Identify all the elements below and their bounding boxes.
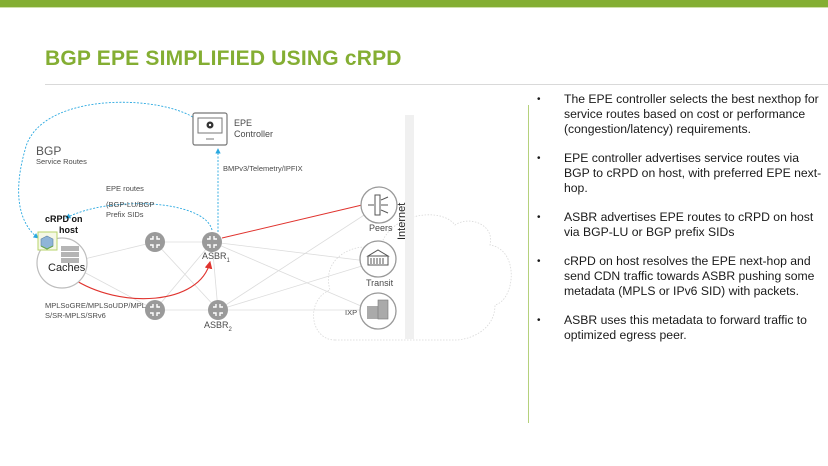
bullet-item: • ASBR uses this metadata to forward traf… bbox=[537, 313, 827, 343]
asbr2-subscript: 2 bbox=[228, 326, 232, 333]
encap-label-line2: S/SR-MPLS/SRv6 bbox=[45, 311, 106, 320]
asbr1-router-icon bbox=[202, 232, 222, 252]
encap-label-line1: MPLSoGRE/MPLSoUDP/MPL bbox=[45, 301, 146, 310]
bullet-symbol: • bbox=[537, 153, 541, 164]
bullet-item: • EPE controller advertises service route… bbox=[537, 151, 827, 196]
internet-label: Internet bbox=[396, 202, 408, 240]
service-routes-label: Service Routes bbox=[36, 157, 87, 166]
bgp-label: BGP bbox=[36, 144, 62, 158]
asbr2-label: ASBR2 bbox=[204, 320, 232, 334]
epe-network-diagram: BGP Service Routes EPE Controller BMPv3/… bbox=[0, 95, 520, 395]
title-divider bbox=[45, 84, 828, 85]
epe-controller-icon bbox=[192, 112, 228, 146]
bullet-text: ASBR uses this metadata to forward traff… bbox=[564, 313, 807, 342]
crpd-label-line1: cRPD on bbox=[45, 214, 83, 224]
bullet-text: The EPE controller selects the best next… bbox=[564, 92, 819, 136]
ixp-label: IXP bbox=[345, 308, 358, 317]
asbr1-name: ASBR bbox=[202, 251, 227, 261]
bgp-lu-label-line2: Prefix SIDs bbox=[106, 210, 144, 219]
bullet-list: • The EPE controller selects the best nex… bbox=[537, 92, 827, 357]
crpd-container-icon bbox=[37, 231, 58, 251]
caches-label: Caches bbox=[48, 262, 86, 274]
crpd-label-line2: host bbox=[59, 225, 78, 235]
transit-label: Transit bbox=[366, 278, 394, 288]
data-plane-arrow bbox=[64, 260, 213, 300]
ixp-building-icon bbox=[359, 292, 397, 330]
bullet-text: EPE controller advertises service routes… bbox=[564, 151, 822, 195]
bgp-lu-label-line1: (BGP-LU/BGP bbox=[106, 200, 155, 209]
asbr2-name: ASBR bbox=[204, 320, 229, 330]
asbr2-router-icon bbox=[208, 300, 228, 320]
bullet-symbol: • bbox=[537, 315, 541, 326]
diagram-canvas bbox=[18, 101, 512, 341]
bullet-symbol: • bbox=[537, 212, 541, 223]
slide-title: BGP EPE SIMPLIFIED USING cRPD bbox=[45, 47, 402, 70]
asbr1-subscript: 1 bbox=[226, 257, 230, 264]
column-divider bbox=[528, 105, 529, 423]
epe-controller-label-line1: EPE bbox=[234, 118, 253, 128]
telemetry-label: BMPv3/Telemetry/IPFIX bbox=[223, 164, 303, 173]
bullet-text: cRPD on host resolves the EPE next-hop a… bbox=[564, 254, 815, 298]
bullet-item: • The EPE controller selects the best nex… bbox=[537, 92, 827, 137]
bullet-symbol: • bbox=[537, 94, 541, 105]
router-icon bbox=[145, 300, 165, 320]
internet-boundary bbox=[405, 115, 414, 339]
peers-icon bbox=[360, 186, 398, 224]
egress-path bbox=[221, 204, 363, 239]
epe-routes-label: EPE routes bbox=[106, 184, 144, 193]
router-icon bbox=[145, 232, 165, 252]
epe-routes-arrow bbox=[65, 203, 213, 231]
epe-controller-label-line2: Controller bbox=[234, 129, 274, 139]
bullet-symbol: • bbox=[537, 256, 541, 267]
bullet-text: ASBR advertises EPE routes to cRPD on ho… bbox=[564, 210, 814, 239]
top-accent-bar bbox=[0, 0, 828, 8]
asbr1-label: ASBR1 bbox=[202, 251, 230, 265]
bullet-item: • cRPD on host resolves the EPE next-hop … bbox=[537, 254, 827, 299]
peers-label: Peers bbox=[369, 223, 393, 233]
transit-icon bbox=[359, 240, 397, 278]
bullet-item: • ASBR advertises EPE routes to cRPD on h… bbox=[537, 210, 827, 240]
